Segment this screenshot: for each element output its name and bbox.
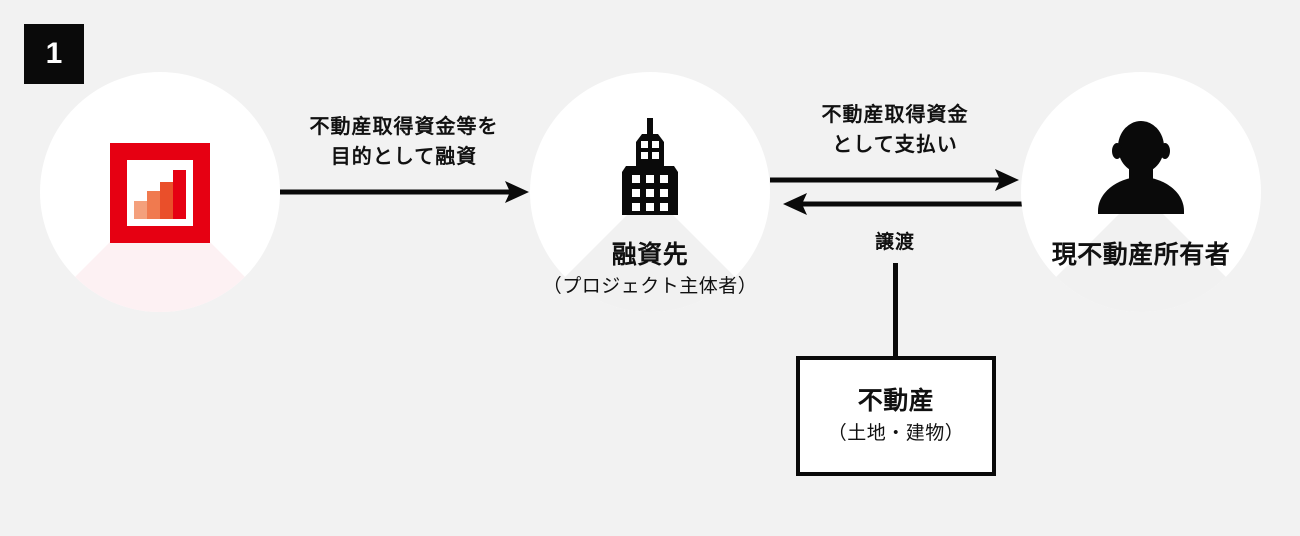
loan-arrow-label-line2: 目的として融資 <box>330 146 478 168</box>
payment-arrow-label-line1: 不動産取得資金 <box>821 104 969 126</box>
payment-arrow-label-line2: として支払い <box>832 134 958 156</box>
property-box-sub: （土地・建物） <box>827 423 965 445</box>
step-number-badge: 1 <box>24 24 84 84</box>
borrower-label-main: 融資先 <box>611 241 689 269</box>
loan-arrow-label-line1: 不動産取得資金等を <box>309 116 499 138</box>
property-box-main: 不動産 <box>857 387 935 416</box>
borrower-label-sub: （プロジェクト主体者） <box>542 276 758 298</box>
borrower-label: 融資先 （プロジェクト主体者） <box>510 240 790 299</box>
property-connector-line <box>893 263 898 358</box>
step-number-text: 1 <box>45 37 63 70</box>
loan-arrow-label: 不動産取得資金等を 目的として融資 <box>280 112 528 172</box>
transfer-edge-label-text: 譲渡 <box>874 232 915 253</box>
owner-label-main: 現不動産所有者 <box>1051 241 1231 269</box>
transfer-edge-label: 譲渡 <box>795 227 995 254</box>
loan-arrow <box>280 181 529 203</box>
payment-arrow-label: 不動産取得資金 として支払い <box>770 100 1020 160</box>
transfer-arrow <box>783 193 1032 215</box>
property-box: 不動産 （土地・建物） <box>796 356 996 476</box>
owner-label: 現不動産所有者 <box>1001 240 1281 271</box>
payment-arrow <box>770 169 1019 191</box>
